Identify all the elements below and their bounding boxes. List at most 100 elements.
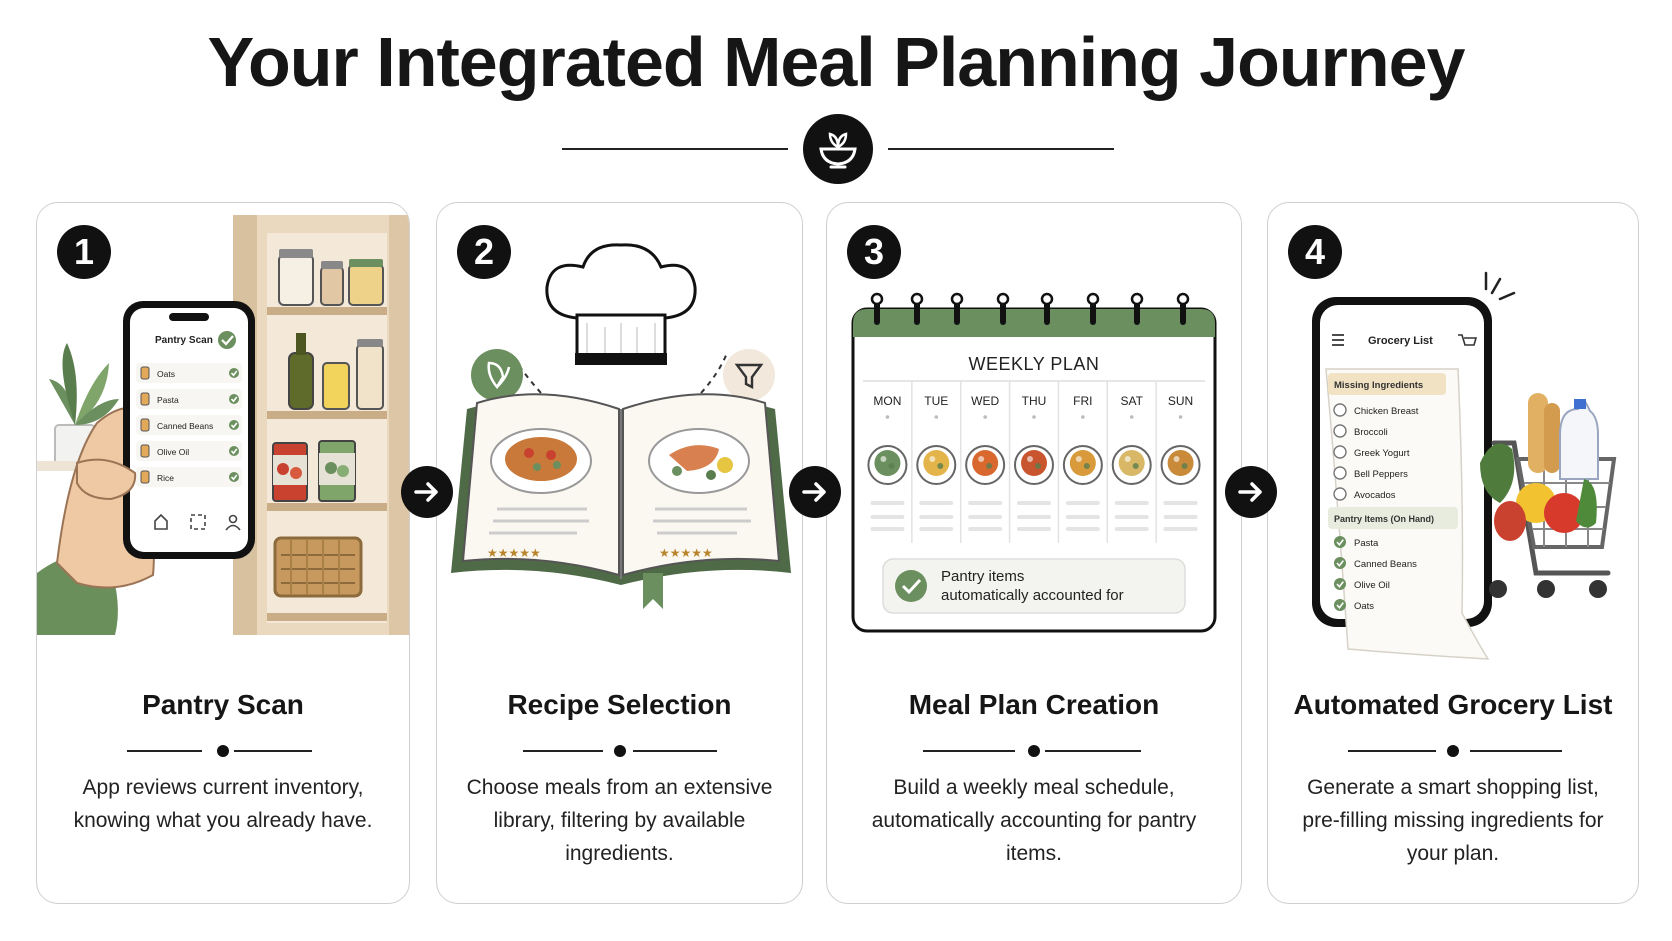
arrow-right-icon: [789, 466, 841, 518]
pantry-item[interactable]: Oats: [136, 363, 242, 383]
recipe-book-illustration: ★★★★★ ★★★★★: [451, 243, 791, 609]
pantry-item-label: Pasta: [157, 395, 179, 405]
pantry-item-label: Olive Oil: [157, 447, 189, 457]
step-title: Recipe Selection: [507, 689, 732, 720]
scan-icon[interactable]: [190, 514, 206, 530]
on-hand-item[interactable]: Oats: [1334, 599, 1374, 612]
missing-ingredient-item[interactable]: Bell Peppers: [1333, 466, 1408, 480]
meal-slot[interactable]: [867, 445, 908, 485]
title-rule-right: [888, 148, 1114, 150]
ingredient-label: Greek Yogurt: [1354, 448, 1410, 459]
binder-ring: [1086, 292, 1100, 325]
cart-icon[interactable]: [1458, 334, 1478, 346]
missing-ingredient-item[interactable]: Greek Yogurt: [1333, 445, 1410, 459]
arrow-right-icon: [1225, 466, 1277, 518]
leaf-icon: [471, 349, 523, 401]
rating-stars-left: ★★★★★: [487, 546, 541, 560]
ingredient-label: Bell Peppers: [1354, 469, 1408, 480]
weekday-label: TUE: [924, 394, 948, 408]
binder-ring: [910, 292, 924, 325]
weekday-label: SUN: [1168, 394, 1193, 408]
weekday-label: SAT: [1120, 394, 1143, 408]
binder-ring: [870, 292, 884, 325]
binder-ring: [1176, 292, 1190, 325]
binder-ring: [1130, 292, 1144, 325]
ingredient-label: Oats: [1354, 601, 1374, 612]
menu-icon[interactable]: [1332, 334, 1344, 346]
ingredient-label: Chicken Breast: [1354, 406, 1419, 417]
title-divider: [437, 745, 802, 757]
binder-ring: [996, 292, 1010, 325]
filter-icon[interactable]: [723, 349, 775, 401]
pantry-item[interactable]: Olive Oil: [136, 441, 242, 461]
step-description: Generate a smart shopping list, pre-fill…: [1302, 776, 1604, 865]
pantry-item-label: Canned Beans: [157, 421, 213, 431]
on-hand-item[interactable]: Canned Beans: [1334, 557, 1417, 570]
phone-header: Grocery List: [1368, 335, 1433, 347]
title-rule-left: [562, 148, 788, 150]
step-card-recipe-selection: ★★★★★ ★★★★★ 2 Recipe Selection Choose me…: [436, 202, 803, 904]
pantry-item[interactable]: Canned Beans: [136, 415, 242, 435]
pantry-item-label: Rice: [157, 473, 174, 483]
pantry-item[interactable]: Pasta: [136, 389, 242, 409]
step-description: Build a weekly meal schedule, automatica…: [871, 776, 1197, 865]
ingredient-label: Avocados: [1354, 490, 1396, 501]
meal-slot[interactable]: [1160, 445, 1201, 485]
pantry-items-label: Pantry Items (On Hand): [1334, 514, 1434, 524]
salad-bowl-icon: [803, 114, 873, 184]
arrow-right-icon: [401, 466, 453, 518]
step-description: App reviews current inventory, knowing w…: [73, 776, 373, 832]
meal-slot[interactable]: [1111, 445, 1152, 485]
step-number-badge: 3: [847, 225, 901, 279]
profile-icon[interactable]: [228, 514, 238, 524]
binder-ring: [1040, 292, 1054, 325]
missing-ingredient-item[interactable]: Broccoli: [1333, 424, 1388, 438]
weekday-label: MON: [873, 394, 901, 408]
missing-ingredients-label: Missing Ingredients: [1334, 380, 1423, 391]
meal-slot[interactable]: [1062, 445, 1103, 485]
ingredient-label: Broccoli: [1354, 427, 1388, 438]
step-card-automated-grocery-list: Grocery List Missing Ingredients Chicken…: [1267, 202, 1639, 904]
ingredient-label: Olive Oil: [1354, 580, 1390, 591]
step-title: Meal Plan Creation: [908, 689, 1160, 720]
title-divider: [827, 745, 1241, 757]
pantry-item-label: Oats: [157, 369, 175, 379]
ingredient-label: Pasta: [1354, 538, 1379, 549]
step-number-badge: 1: [57, 225, 111, 279]
step-description: Choose meals from an extensive library, …: [466, 776, 773, 865]
grocery-list-illustration: Grocery List Missing Ingredients Chicken…: [1312, 271, 1617, 660]
binder-ring: [950, 292, 964, 325]
weekday-label: WED: [971, 394, 999, 408]
meal-slot[interactable]: [1014, 445, 1054, 485]
step-title: Automated Grocery List: [1293, 689, 1613, 720]
step-title: Pantry Scan: [142, 689, 304, 720]
on-hand-item[interactable]: Olive Oil: [1334, 578, 1390, 591]
meal-slot[interactable]: [916, 445, 957, 485]
on-hand-item[interactable]: Pasta: [1334, 536, 1379, 549]
meal-slot[interactable]: [965, 445, 1006, 485]
title-divider: [37, 745, 409, 757]
calendar-note-line1: Pantry items: [941, 568, 1024, 585]
missing-ingredient-item[interactable]: Chicken Breast: [1333, 403, 1419, 417]
weekday-label: THU: [1022, 394, 1047, 408]
step-number-badge: 4: [1288, 225, 1342, 279]
weekly-calendar-illustration: WEEKLY PLAN MON TUE WED THU FRI SAT SUN Pantry…: [851, 292, 1217, 633]
ingredient-label: Canned Beans: [1354, 559, 1417, 570]
home-icon[interactable]: [154, 513, 168, 530]
page-title: Your Integrated Meal Planning Journey: [207, 23, 1466, 101]
calendar-note-line2: automatically accounted for: [941, 587, 1124, 604]
missing-ingredient-item[interactable]: Avocados: [1333, 487, 1396, 501]
weekday-columns: MON TUE WED THU FRI SAT SUN: [867, 381, 1201, 543]
calendar-header: WEEKLY PLAN: [969, 354, 1100, 374]
rating-stars-right: ★★★★★: [659, 546, 713, 560]
weekday-label: FRI: [1073, 394, 1092, 408]
step-number-badge: 2: [457, 225, 511, 279]
title-divider: [1268, 745, 1638, 757]
phone-header: Pantry Scan: [155, 335, 213, 346]
pantry-item[interactable]: Rice: [136, 467, 242, 487]
